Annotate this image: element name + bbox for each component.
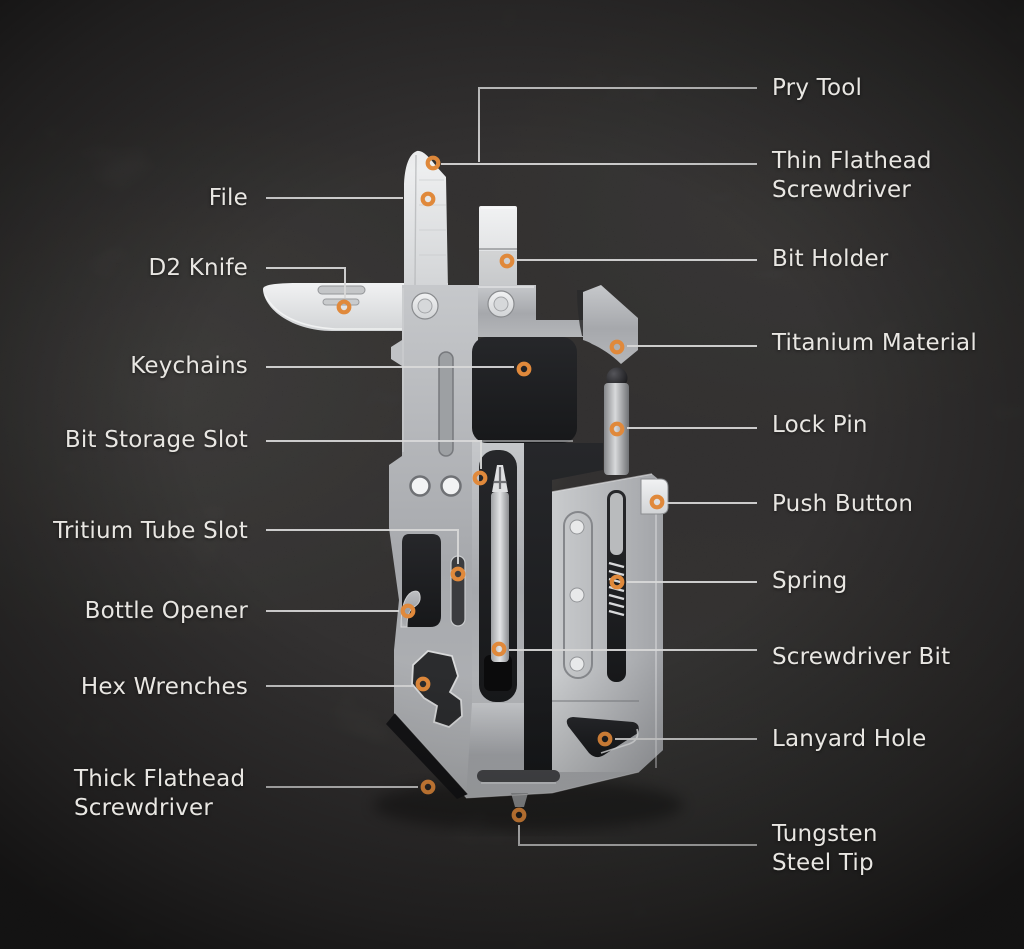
- callout-label-bottle-opener: Bottle Opener: [84, 598, 248, 624]
- callout-label-bit-storage-slot: Bit Storage Slot: [64, 427, 248, 453]
- lock-pin-rod: [604, 383, 629, 475]
- frame-hole-right: [440, 475, 462, 497]
- callout-label-bit-holder: Bit Holder: [772, 246, 889, 272]
- frame-hole-left: [409, 475, 431, 497]
- callout-label-pry-tool: Pry Tool: [772, 75, 863, 101]
- callout-label-thin-flathead-screwdriver: Thin Flathead Screwdriver: [772, 148, 932, 203]
- tritium-tube-slot-groove: [450, 555, 466, 627]
- callout-label-file: File: [208, 185, 248, 211]
- screwdriver-bit: [491, 465, 509, 662]
- callout-label-screwdriver-bit: Screwdriver Bit: [772, 644, 951, 670]
- callout-label-lanyard-hole: Lanyard Hole: [772, 726, 927, 752]
- callout-label-lock-pin: Lock Pin: [772, 412, 868, 438]
- bottle-opener-cutout: [400, 534, 441, 628]
- frame-window-cutout: [472, 337, 577, 443]
- callout-label-tritium-tube-slot: Tritium Tube Slot: [53, 518, 248, 544]
- callout-label-hex-wrenches: Hex Wrenches: [80, 674, 248, 700]
- callout-label-tungsten-steel-tip: Tungsten Steel Tip: [772, 821, 878, 876]
- bottom-slot: [477, 770, 560, 782]
- callout-label-thick-flathead-screwdriver: Thick Flathead Screwdriver: [74, 766, 246, 821]
- callout-label-keychains: Keychains: [130, 353, 248, 379]
- callout-label-spring: Spring: [772, 568, 848, 594]
- callout-label-d2-knife: D2 Knife: [148, 255, 248, 281]
- callout-label-push-button: Push Button: [772, 491, 914, 517]
- callout-label-titanium-material: Titanium Material: [772, 330, 977, 356]
